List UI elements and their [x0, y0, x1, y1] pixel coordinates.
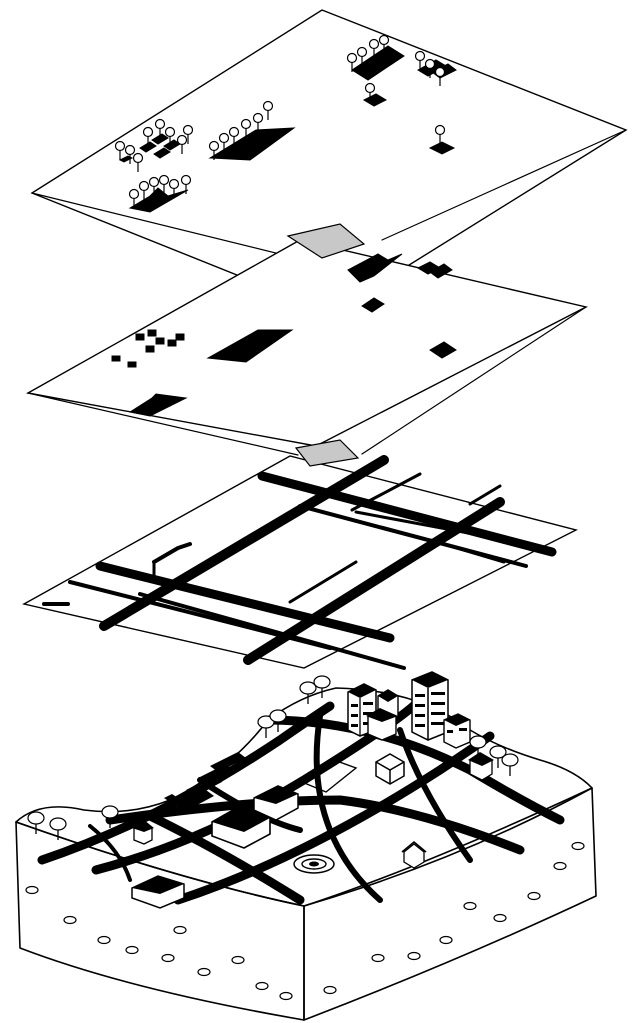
roundabout: [294, 855, 334, 873]
stone: [324, 987, 336, 994]
tower-building: [412, 672, 448, 740]
terrain-roads: [42, 700, 560, 900]
footprint: [168, 340, 176, 346]
stone: [232, 957, 244, 964]
stone: [126, 947, 138, 954]
footprint: [136, 334, 144, 340]
tree: [300, 682, 316, 704]
terrain-buildings: [132, 672, 494, 908]
tree: [102, 806, 118, 828]
stone: [162, 955, 174, 962]
stone: [408, 953, 420, 960]
footprint: [176, 334, 184, 340]
stone: [198, 969, 210, 976]
footprint: [156, 338, 164, 344]
stone: [174, 927, 186, 934]
small-building: [444, 714, 470, 748]
tree: [270, 710, 286, 732]
layer-street-network: [24, 440, 576, 668]
footprint: [148, 330, 156, 336]
stone: [98, 937, 110, 944]
stone: [26, 887, 38, 894]
stone: [494, 915, 506, 922]
tree: [502, 754, 518, 776]
cube-building: [376, 754, 404, 784]
stone: [528, 893, 540, 900]
footprint: [146, 346, 154, 352]
layer-2-plane: [28, 240, 586, 446]
layer-terrain-city-block: [16, 672, 596, 1020]
stone: [256, 983, 268, 990]
tree: [314, 676, 330, 698]
small-house: [402, 842, 426, 868]
stone: [372, 955, 384, 962]
stone: [64, 917, 76, 924]
footprint: [112, 356, 120, 361]
tree: [50, 818, 66, 840]
footprint: [128, 362, 136, 367]
stone: [572, 843, 584, 850]
stone: [280, 993, 292, 1000]
stone: [554, 863, 566, 870]
stone: [440, 937, 452, 944]
stone: [464, 903, 476, 910]
